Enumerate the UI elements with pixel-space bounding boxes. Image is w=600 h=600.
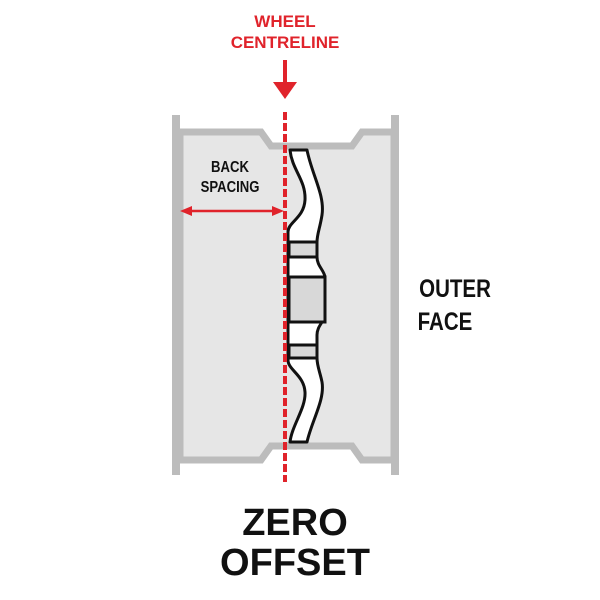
outer-face-label-1: OUTER bbox=[419, 275, 491, 303]
back-spacing-label-1: BACK bbox=[211, 159, 249, 176]
back-spacing-label-2: SPACING bbox=[200, 179, 260, 196]
title-line-1: ZERO bbox=[242, 502, 348, 544]
centreline-label-1: WHEEL bbox=[254, 12, 316, 31]
arrow-down-icon bbox=[273, 82, 297, 99]
arrow-left-icon bbox=[180, 206, 192, 216]
rim-outer-flange bbox=[391, 115, 399, 475]
outer-face-label-2: FACE bbox=[417, 308, 473, 336]
title-line-2: OFFSET bbox=[220, 542, 370, 584]
centreline-label-2: CENTRELINE bbox=[230, 33, 340, 52]
stud-band-top bbox=[287, 240, 319, 259]
hub-block bbox=[287, 275, 327, 324]
stud-band-bottom bbox=[287, 343, 319, 360]
rim-inner-flange bbox=[172, 115, 180, 475]
arrow-right-icon bbox=[272, 206, 284, 216]
